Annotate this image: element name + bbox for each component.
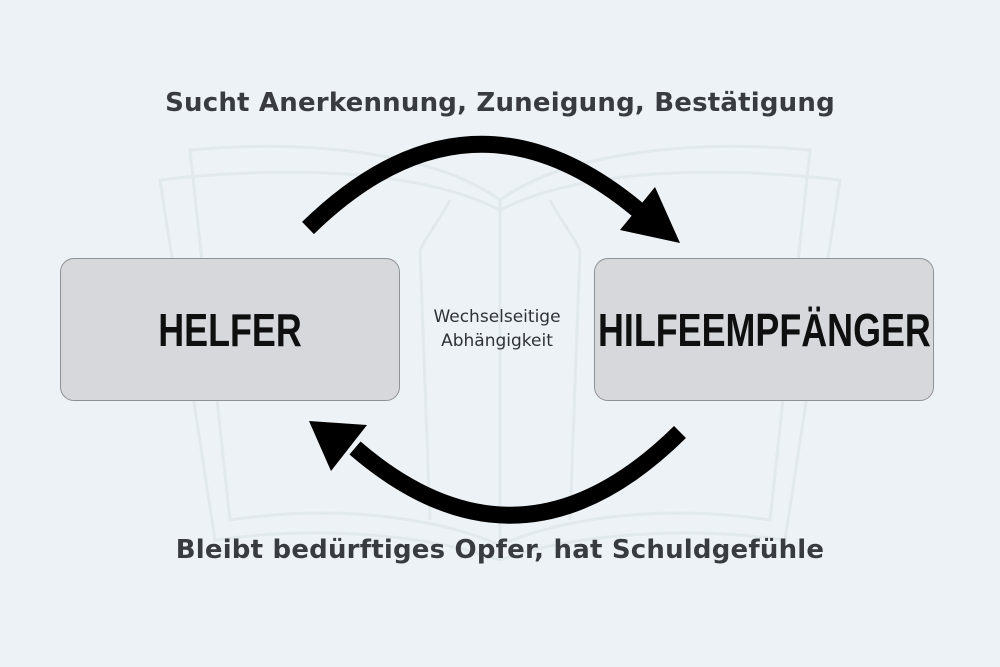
top-caption: Sucht Anerkennung, Zuneigung, Bestätigun… <box>165 88 835 118</box>
arrowhead-right-icon <box>620 187 680 243</box>
center-label-line1: Wechselseitige <box>433 307 561 327</box>
center-label-line2: Abhängigkeit <box>441 331 553 351</box>
helper-box: HELFER <box>60 258 400 401</box>
receiver-label: HILFEEMPFÄNGER <box>597 303 931 356</box>
bottom-caption: Bleibt bedürftiges Opfer, hat Schuldgefü… <box>175 535 825 565</box>
arrow-helper-to-receiver <box>302 135 644 235</box>
center-label: Wechselseitige Abhängigkeit <box>400 305 594 353</box>
receiver-box: HILFEEMPFÄNGER <box>594 258 934 401</box>
arrowhead-left-icon <box>309 421 367 471</box>
arrow-receiver-to-helper <box>349 425 686 524</box>
helper-label: HELFER <box>158 303 302 356</box>
